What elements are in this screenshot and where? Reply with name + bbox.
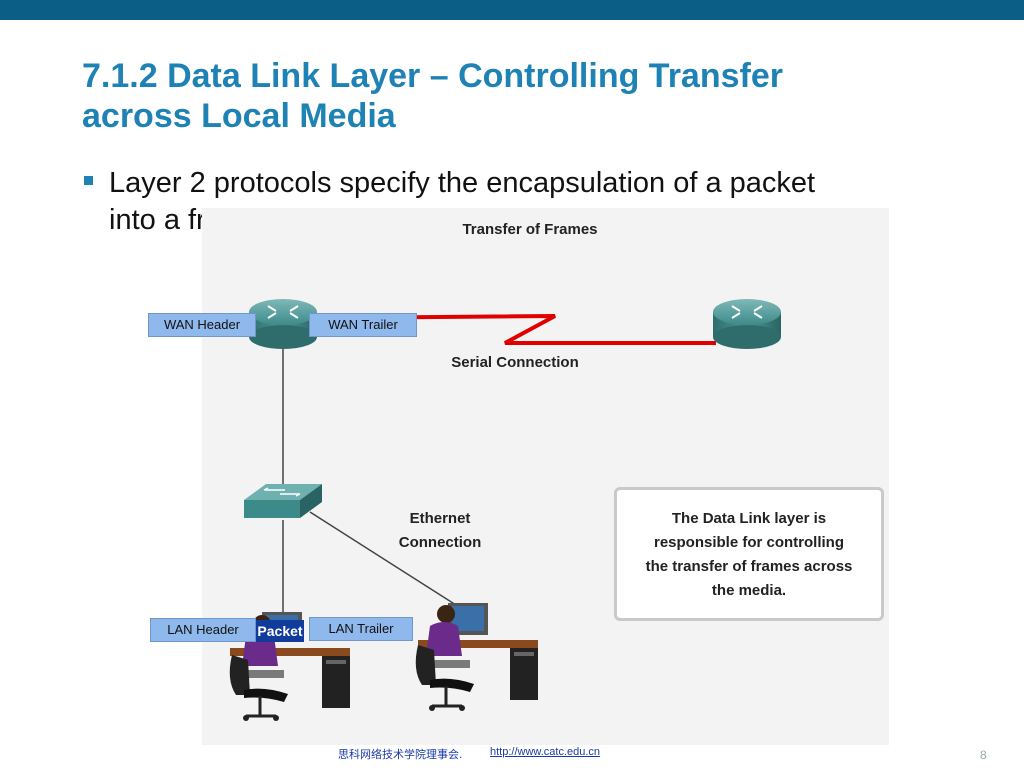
- bullet-line-1: Layer 2 protocols specify the encapsulat…: [109, 167, 816, 199]
- lan-trailer-tag: LAN Trailer: [309, 617, 413, 641]
- footer-link[interactable]: http://www.catc.edu.cn: [490, 746, 601, 758]
- footer-org: 思科网络技术学院理事会.: [338, 748, 463, 761]
- ethernet-connection-label: Ethernet Connection: [385, 507, 495, 555]
- serial-connection-label: Serial Connection: [451, 354, 579, 371]
- ethernet-label-line-1: Ethernet: [409, 510, 471, 527]
- ethernet-label-line-2: Connection: [398, 534, 482, 551]
- title-line-1: 7.1.2 Data Link Layer – Controlling Tran…: [82, 57, 783, 95]
- switch-icon: [244, 484, 322, 518]
- top-banner: [0, 0, 1024, 20]
- info-callout: The Data Link layer is responsible for c…: [614, 487, 884, 621]
- packet-tag: Packet: [256, 620, 304, 642]
- workstation-2-icon: [415, 603, 538, 711]
- wan-header-tag: WAN Header: [148, 313, 256, 337]
- bullet-square-icon: [84, 176, 93, 185]
- info-line-4: the media.: [711, 582, 787, 599]
- switch-pc2-cable: [309, 511, 457, 606]
- serial-link: [315, 314, 716, 345]
- router-left-icon: [249, 299, 317, 349]
- wan-trailer-tag: WAN Trailer: [309, 313, 417, 337]
- title-line-2: across Local Media: [82, 97, 396, 135]
- router-right-icon: [713, 299, 781, 349]
- slide-title: 7.1.2 Data Link Layer – Controlling Tran…: [82, 56, 982, 136]
- page-number: 8: [980, 748, 987, 762]
- info-line-1: The Data Link layer is: [671, 510, 827, 527]
- info-line-3: the transfer of frames across: [645, 558, 853, 575]
- diagram-heading: Transfer of Frames: [462, 221, 598, 238]
- info-line-2: responsible for controlling: [653, 534, 844, 551]
- lan-header-tag: LAN Header: [150, 618, 256, 642]
